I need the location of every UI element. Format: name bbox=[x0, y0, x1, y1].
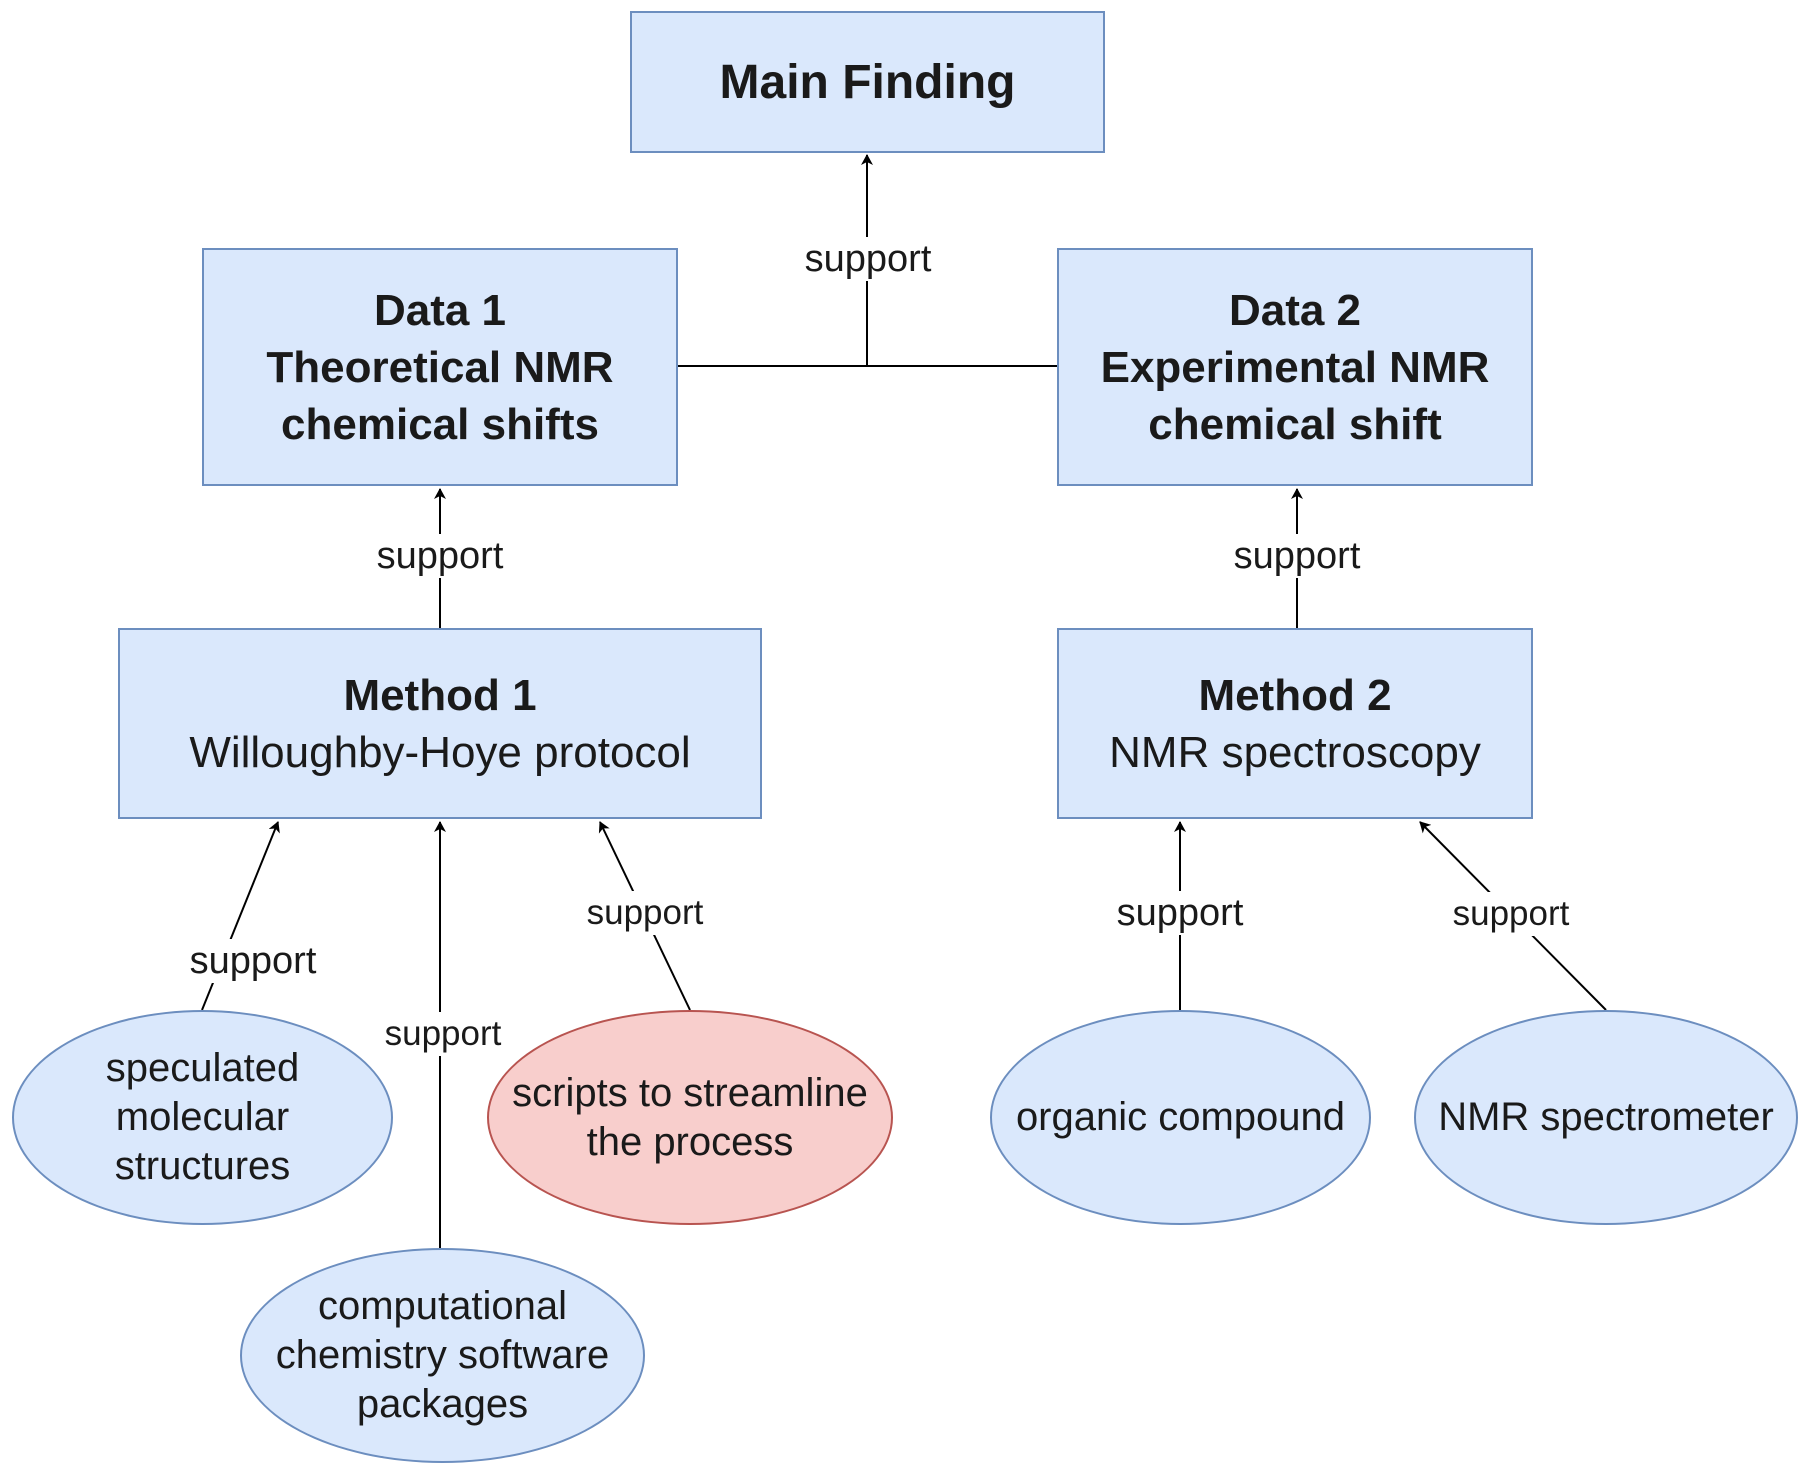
edge-label-main: support bbox=[802, 237, 934, 281]
main-finding-title: Main Finding bbox=[719, 55, 1016, 109]
data1-box: Data 1 Theoretical NMR chemical shifts bbox=[202, 248, 678, 486]
edge-label-spectrometer: support bbox=[1450, 892, 1572, 936]
speculated-structures-ellipse: speculated molecular structures bbox=[12, 1010, 393, 1225]
edge-label-method2-data2: support bbox=[1231, 534, 1363, 578]
software-line3: packages bbox=[356, 1381, 529, 1426]
edge-label-speculated: support bbox=[187, 939, 319, 983]
method2-title: Method 2 bbox=[1198, 670, 1392, 720]
edge-label-software: support bbox=[382, 1012, 504, 1056]
data1-title: Data 1 bbox=[373, 285, 507, 335]
data2-box: Data 2 Experimental NMR chemical shift bbox=[1057, 248, 1533, 486]
software-packages-ellipse: computational chemistry software package… bbox=[240, 1248, 645, 1463]
scripts-line2: the process bbox=[586, 1119, 794, 1164]
organic-compound-ellipse: organic compound bbox=[990, 1010, 1371, 1225]
software-line1: computational bbox=[317, 1284, 568, 1329]
edge-label-method1-data1: support bbox=[374, 534, 506, 578]
method1-subtitle: Willoughby-Hoye protocol bbox=[189, 727, 691, 777]
main-finding-box: Main Finding bbox=[630, 11, 1105, 153]
data1-line2: Theoretical NMR bbox=[266, 342, 614, 392]
data2-line3: chemical shift bbox=[1148, 399, 1442, 449]
data2-line2: Experimental NMR bbox=[1100, 342, 1490, 392]
scripts-ellipse: scripts to streamline the process bbox=[487, 1010, 893, 1225]
organic-line1: organic compound bbox=[1015, 1095, 1346, 1140]
spectrometer-line1: NMR spectrometer bbox=[1438, 1095, 1774, 1140]
speculated-line1: speculated bbox=[105, 1046, 300, 1091]
software-line2: chemistry software bbox=[275, 1333, 610, 1378]
edge-label-scripts: support bbox=[584, 891, 706, 935]
speculated-line3: structures bbox=[114, 1143, 291, 1188]
method2-box: Method 2 NMR spectroscopy bbox=[1057, 628, 1533, 819]
edge-label-organic: support bbox=[1114, 891, 1246, 935]
method2-subtitle: NMR spectroscopy bbox=[1109, 727, 1481, 777]
method1-title: Method 1 bbox=[343, 670, 537, 720]
nmr-spectrometer-ellipse: NMR spectrometer bbox=[1414, 1010, 1798, 1225]
speculated-line2: molecular bbox=[115, 1095, 290, 1140]
method1-box: Method 1 Willoughby-Hoye protocol bbox=[118, 628, 762, 819]
data1-line3: chemical shifts bbox=[281, 399, 599, 449]
data2-title: Data 2 bbox=[1228, 285, 1362, 335]
scripts-line1: scripts to streamline bbox=[512, 1070, 868, 1115]
